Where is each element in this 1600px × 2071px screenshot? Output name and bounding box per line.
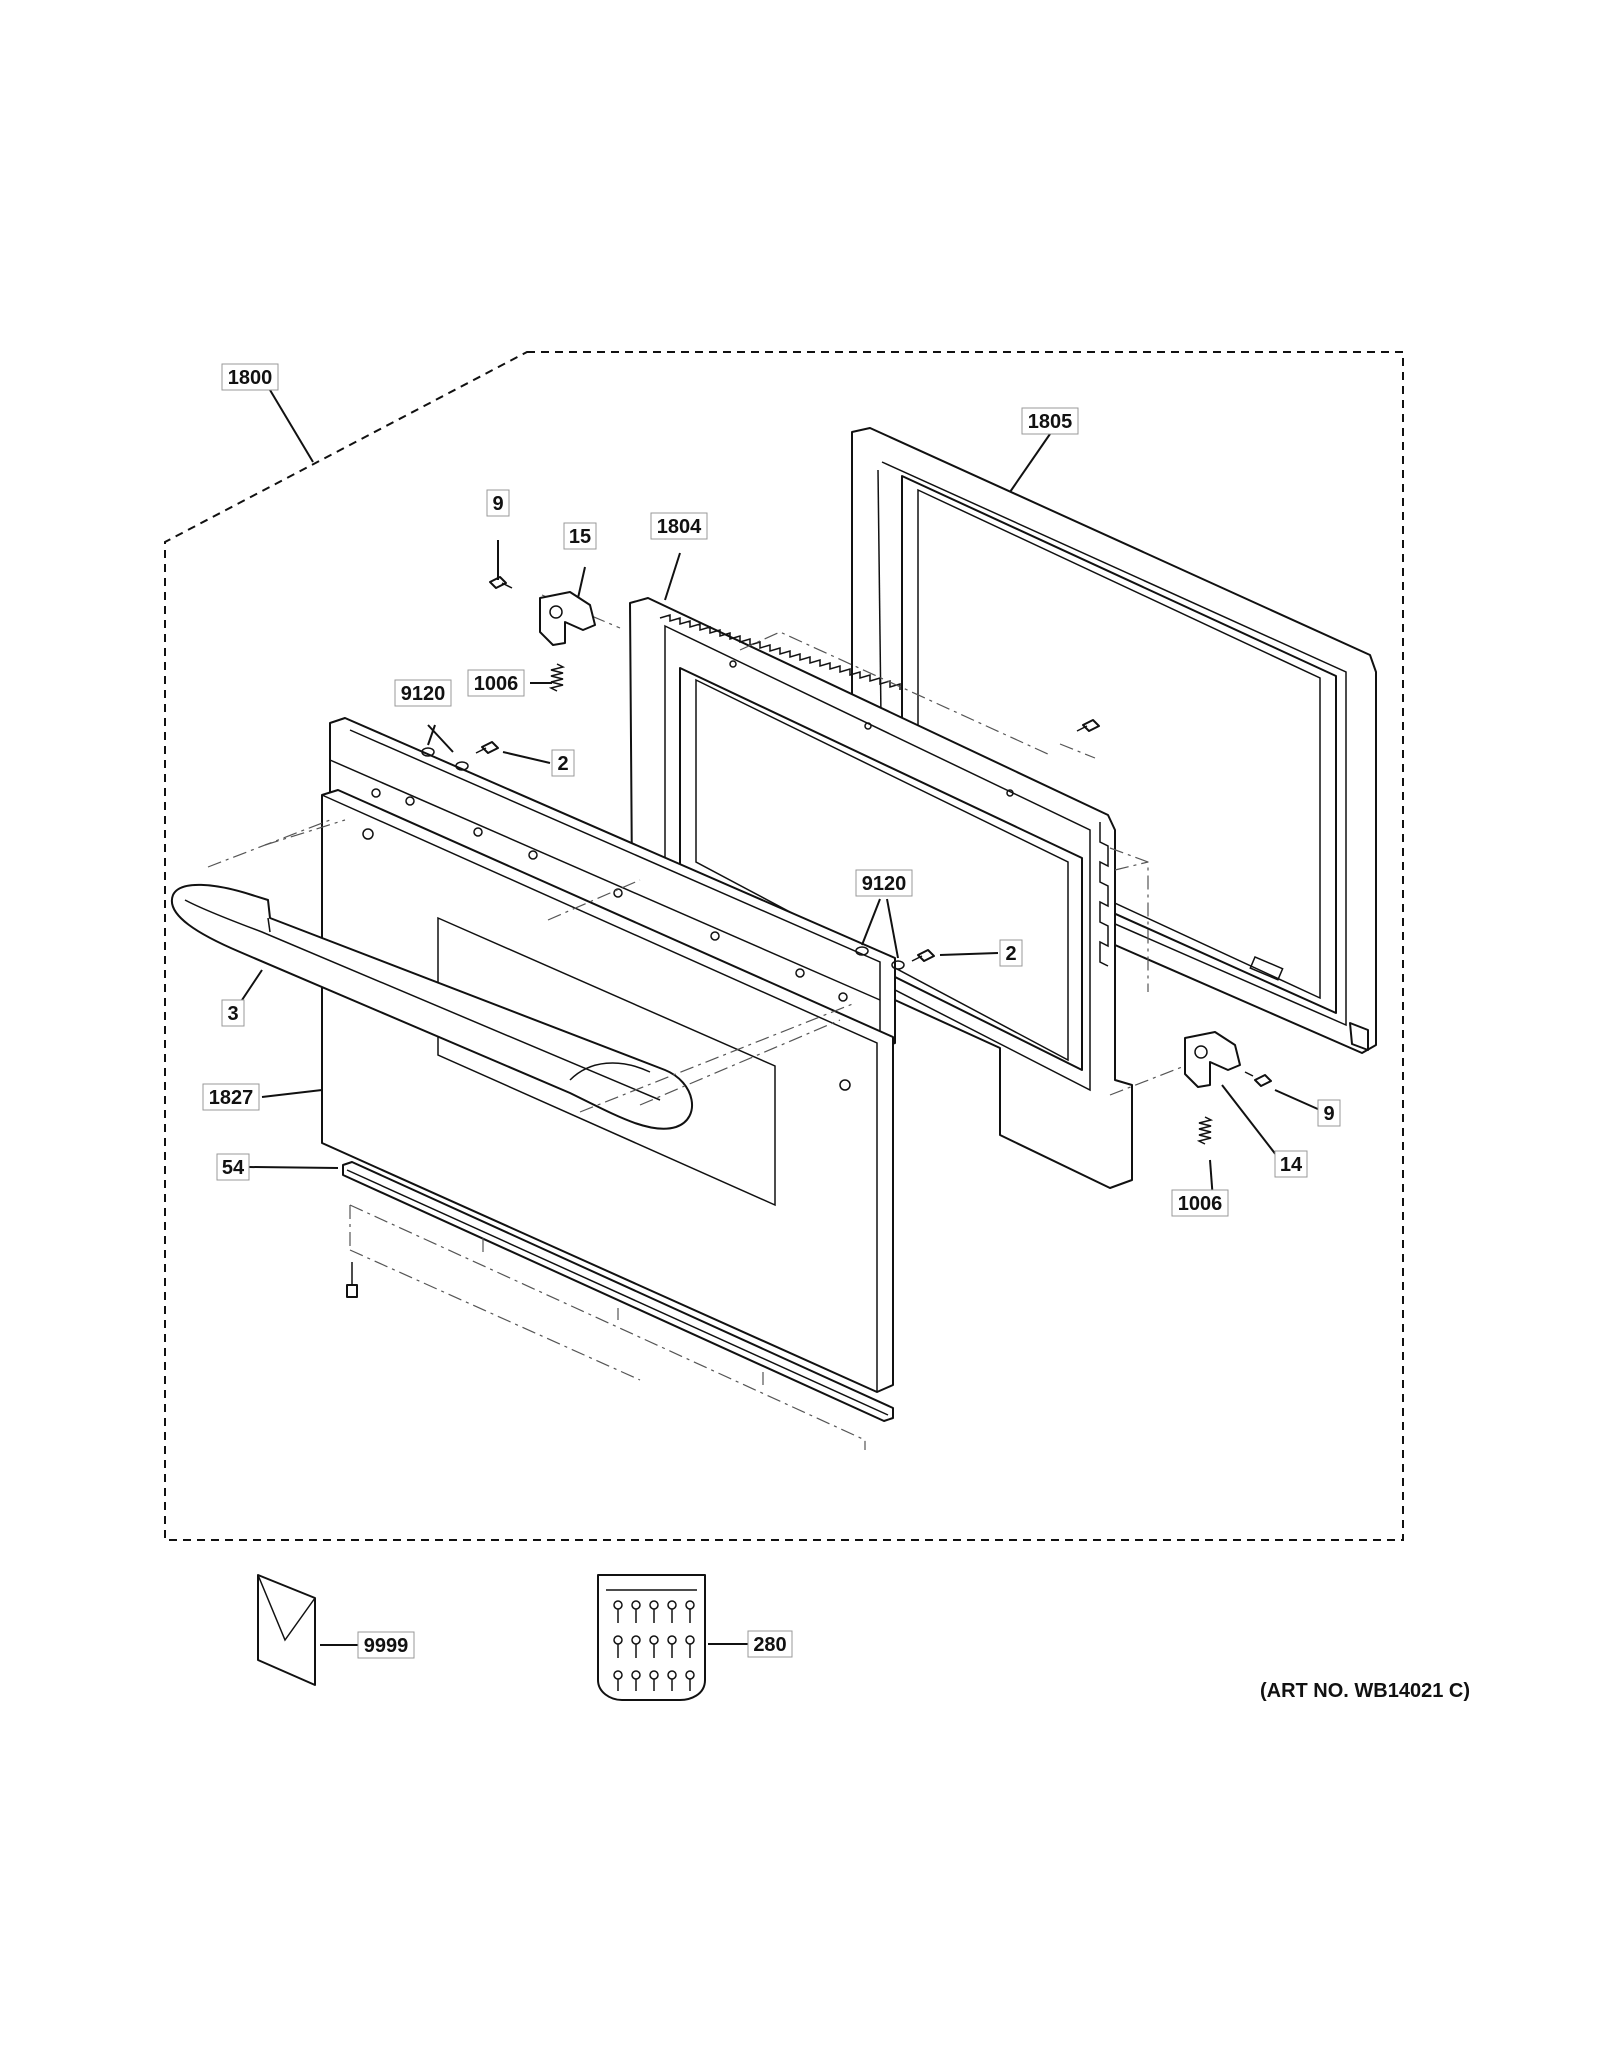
- svg-text:1805: 1805: [1028, 411, 1073, 433]
- callout-9120-right: 9120: [855, 869, 913, 897]
- leader-lines: [239, 389, 1321, 1646]
- callout-1804: 1804: [650, 512, 708, 540]
- svg-text:2: 2: [557, 753, 568, 775]
- svg-text:2: 2: [1005, 943, 1016, 965]
- svg-text:9120: 9120: [862, 873, 907, 895]
- svg-text:1006: 1006: [474, 673, 519, 695]
- svg-text:9999: 9999: [364, 1635, 409, 1657]
- screws: [346, 576, 1272, 1298]
- callout-9120-left: 9120: [394, 679, 452, 707]
- callout-9999: 9999: [357, 1631, 415, 1659]
- svg-text:9120: 9120: [401, 683, 446, 705]
- art-number: (ART NO. WB14021 C): [1260, 1680, 1470, 1702]
- callout-15: 15: [563, 522, 597, 550]
- callout-2-left: 2: [551, 749, 575, 777]
- svg-text:14: 14: [1280, 1154, 1303, 1176]
- svg-text:1804: 1804: [657, 516, 702, 538]
- spring-top: [548, 663, 566, 692]
- callout-54: 54: [216, 1153, 250, 1181]
- screw-kit-bag: [597, 1574, 706, 1701]
- vent-baffle: [329, 717, 896, 1049]
- svg-text:15: 15: [569, 526, 591, 548]
- callout-9-right: 9: [1317, 1099, 1341, 1127]
- callout-1827: 1827: [202, 1083, 260, 1111]
- callout-1006-bottom: 1006: [1171, 1189, 1229, 1217]
- svg-text:1006: 1006: [1178, 1193, 1223, 1215]
- callout-1800: 1800: [221, 363, 279, 391]
- callout-2-right: 2: [999, 939, 1023, 967]
- hinge-top: [539, 591, 596, 646]
- callout-1006-top: 1006: [467, 669, 525, 697]
- svg-text:1827: 1827: [209, 1087, 254, 1109]
- inner-door-frame: [851, 427, 1377, 1054]
- washers: [421, 747, 905, 970]
- hinge-bottom: [1184, 1031, 1241, 1088]
- literature-envelope: [257, 1574, 316, 1686]
- svg-text:54: 54: [222, 1157, 245, 1179]
- kit-boundary-dashed: [164, 351, 1404, 1541]
- svg-text:280: 280: [753, 1634, 786, 1656]
- bottom-trim: [342, 1161, 894, 1422]
- svg-text:9: 9: [492, 493, 503, 515]
- svg-text:9: 9: [1323, 1103, 1334, 1125]
- callout-3: 3: [221, 999, 245, 1027]
- svg-text:3: 3: [227, 1003, 238, 1025]
- svg-text:1800: 1800: [228, 367, 273, 389]
- spring-bottom: [1196, 1116, 1214, 1145]
- callout-9-top: 9: [486, 489, 510, 517]
- callout-280: 280: [747, 1630, 793, 1658]
- callout-14: 14: [1274, 1150, 1308, 1178]
- callout-1805: 1805: [1021, 407, 1079, 435]
- door-handle: [170, 883, 693, 1130]
- alignment-lines: [207, 594, 1201, 1450]
